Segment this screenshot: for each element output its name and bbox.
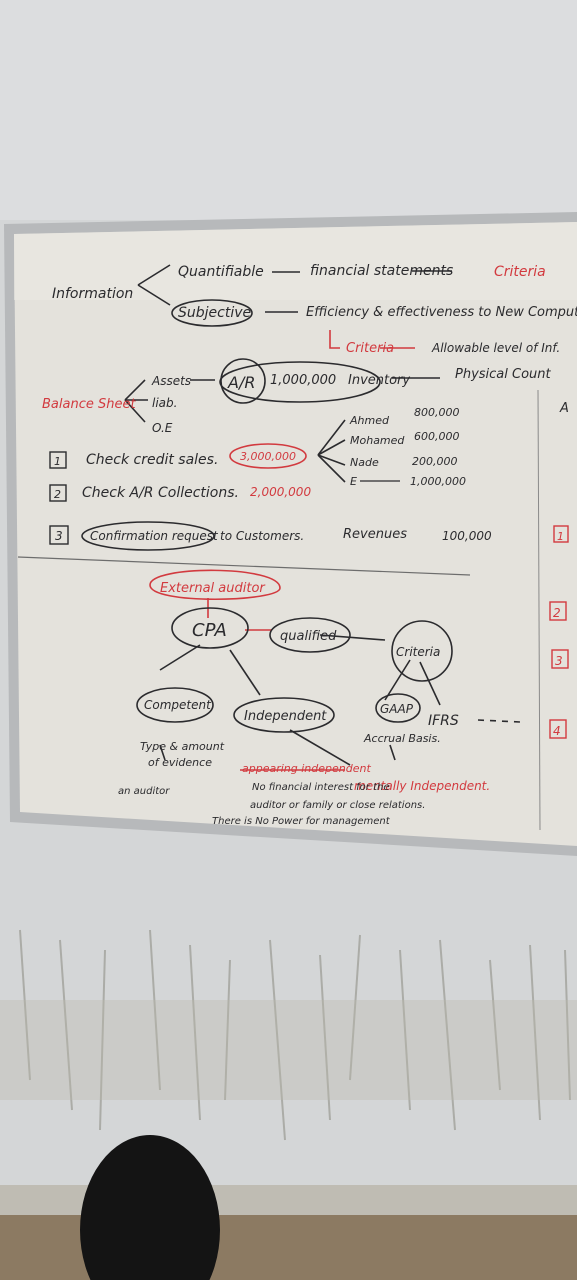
text-to-customers: to Customers. [220,529,304,543]
text-independent: Independent [244,709,327,724]
text-ahmed: Ahmed [349,414,390,427]
text-an-auditor: an auditor [118,786,170,797]
text-no-financial: No financial interest for the [252,782,390,793]
text-mohamed: Mohamed [350,434,405,447]
text-nade: Nade [350,456,379,469]
text-balance-sheet: Balance Sheet [42,397,136,412]
text-inventory: Inventory [348,373,410,388]
text-assets: Assets [151,374,191,388]
text-side-a: A [559,401,569,416]
chair-back [80,1135,220,1280]
text-competent: Competent [144,698,212,712]
text-accrual: Accrual Basis. [363,732,441,745]
text-cpa: CPA [192,620,227,641]
text-credit-amount: 3,000,000 [240,450,296,463]
text-qualified: qualified [280,629,337,644]
text-external-auditor: External auditor [160,581,266,596]
text-side-1: 1 [557,530,564,543]
text-physical-count: Physical Count [455,367,552,382]
text-oe: O.E [152,421,173,435]
red-markings [149,330,415,771]
text-air: A/R [227,373,255,392]
text-n3: 3 [55,529,63,543]
text-revenues-val: 100,000 [442,529,492,543]
text-allowable: Allowable level of Inf. [431,341,560,355]
text-type-amount: Type & amount [140,740,225,753]
diagram-arrows [124,264,521,766]
text-check-credit: Check credit sales. [86,452,218,468]
text-side-3: 3 [555,654,563,668]
text-n2: 2 [54,488,61,501]
text-e: E [350,475,357,488]
text-information: Information [52,286,133,302]
text-criteria-top: Criteria [494,264,546,280]
text-mohamed-val: 600,000 [414,430,460,443]
text-coll-amount: 2,000,000 [250,485,311,499]
text-e-val: 1,000,000 [410,475,466,488]
text-subjective: Subjective [178,305,251,321]
text-appearing: appearing independent [242,762,371,775]
text-auditor-family: auditor or family or close relations. [250,800,425,811]
text-ahmed-val: 800,000 [414,406,460,419]
text-side-4: 4 [553,724,561,738]
text-criteria-3: Criteria [396,645,440,659]
text-efficiency: Efficiency & effectiveness to New Comput… [306,305,577,320]
text-ifrs: IFRS [428,713,459,729]
text-quantifiable: Quantifiable [178,264,264,280]
text-revenues: Revenues [343,527,407,542]
text-financial-statements: financial statements [310,263,453,279]
text-liab: liab. [152,396,177,410]
text-mentally: mentally Independent. [354,779,490,793]
text-of-evidence: of evidence [148,756,212,769]
text-confirmation: Confirmation request [90,529,219,543]
wall-stains [19,929,571,1141]
text-gaap: GAAP [380,702,414,716]
text-n1: 1 [54,455,61,468]
text-nade-val: 200,000 [412,455,458,468]
text-check-collections: Check A/R Collections. [82,485,239,501]
text-no-power: There is No Power for management [212,816,391,827]
text-side-2: 2 [553,606,561,620]
text-criteria-2: Criteria [346,341,394,356]
text-amount-air: 1,000,000 [270,373,336,388]
